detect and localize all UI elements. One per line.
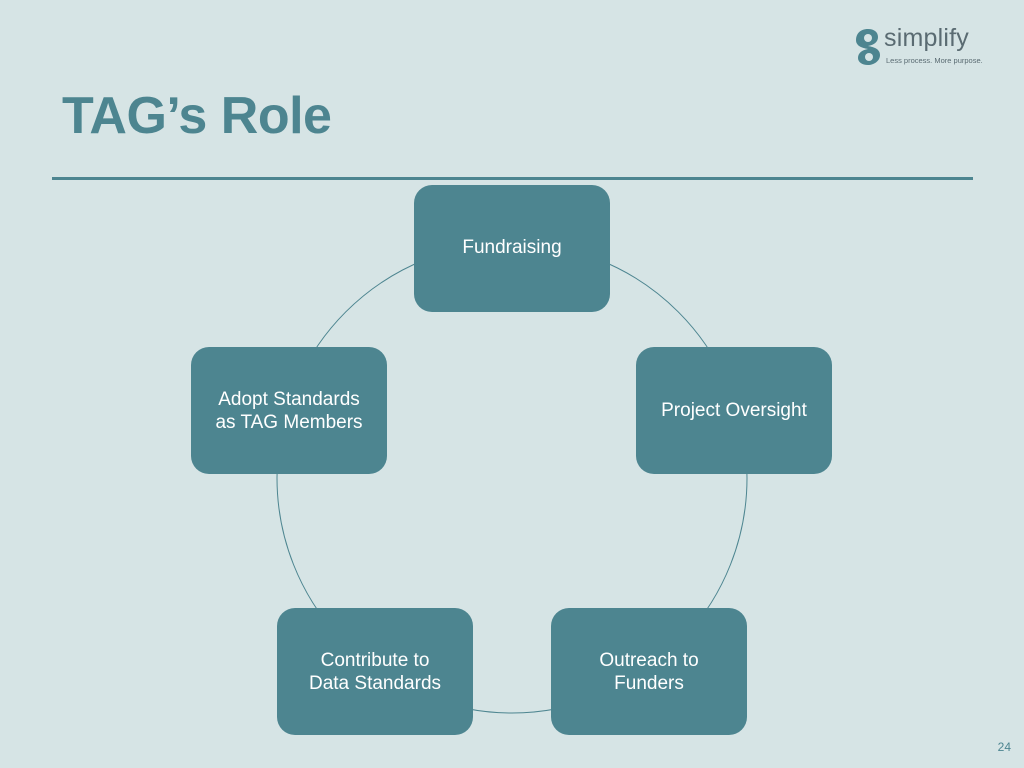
page-title: TAG’s Role	[62, 87, 332, 145]
cycle-node-outreach: Outreach to Funders	[551, 608, 747, 735]
cycle-node-project-oversight: Project Oversight	[636, 347, 832, 474]
cycle-node-data-standards: Contribute to Data Standards	[277, 608, 473, 735]
simplify-logo-icon	[856, 29, 880, 65]
cycle-node-fundraising: Fundraising	[414, 185, 610, 312]
cycle-node-adopt-standards: Adopt Standards as TAG Members	[191, 347, 387, 474]
title-divider	[52, 177, 973, 180]
simplify-logo: simplify Less process. More purpose.	[854, 26, 984, 70]
page-number: 24	[997, 740, 1011, 754]
logo-wordmark: simplify	[884, 24, 969, 52]
logo-tagline: Less process. More purpose.	[886, 56, 983, 65]
